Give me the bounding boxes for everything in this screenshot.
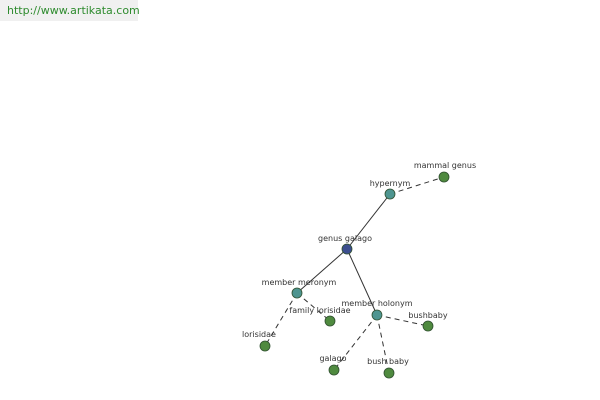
- node-label-lorisidae[interactable]: lorisidae: [242, 330, 276, 339]
- node-hypernym[interactable]: [384, 188, 396, 200]
- edge-genus-galago-to-member-holonym: [346, 248, 378, 316]
- node-family-lorisidae[interactable]: [324, 315, 336, 327]
- edge-member-holonym-to-bush-baby: [376, 314, 390, 374]
- node-label-hypernym[interactable]: hypernym: [370, 179, 411, 188]
- edge-genus-galago-to-hypernym: [346, 193, 391, 250]
- node-mammal-genus[interactable]: [438, 171, 450, 183]
- node-label-member-holonym[interactable]: member holonym: [341, 299, 412, 308]
- edges-layer: [264, 176, 445, 374]
- labels-layer: genus galago hypernym member meronym member…: [242, 161, 476, 366]
- edge-hypernym-to-mammal-genus: [389, 176, 445, 195]
- edge-member-holonym-to-galago: [333, 314, 378, 371]
- node-member-holonym[interactable]: [371, 309, 383, 321]
- site-link[interactable]: http://www.artikata.com: [7, 4, 140, 17]
- node-genus-galago[interactable]: [341, 243, 353, 255]
- node-label-bush-baby[interactable]: bush baby: [367, 357, 409, 366]
- node-label-family-lorisidae[interactable]: family lorisidae: [289, 306, 350, 315]
- nodes-layer: [259, 171, 450, 379]
- node-label-member-meronym[interactable]: member meronym: [262, 278, 337, 287]
- node-label-genus-galago[interactable]: genus galago: [318, 234, 372, 243]
- node-member-meronym[interactable]: [291, 287, 303, 299]
- edge-member-meronym-to-lorisidae: [264, 292, 298, 347]
- node-label-mammal-genus[interactable]: mammal genus: [414, 161, 476, 170]
- node-label-galago[interactable]: galago: [319, 354, 346, 363]
- url-bar: http://www.artikata.com: [0, 0, 140, 21]
- node-lorisidae[interactable]: [259, 340, 271, 352]
- node-bush-baby[interactable]: [383, 367, 395, 379]
- node-label-bushbaby[interactable]: bushbaby: [408, 311, 447, 320]
- edge-member-meronym-to-family-lorisidae: [296, 292, 331, 322]
- node-bushbaby[interactable]: [422, 320, 434, 332]
- edge-genus-galago-to-member-meronym: [296, 248, 348, 294]
- node-galago[interactable]: [328, 364, 340, 376]
